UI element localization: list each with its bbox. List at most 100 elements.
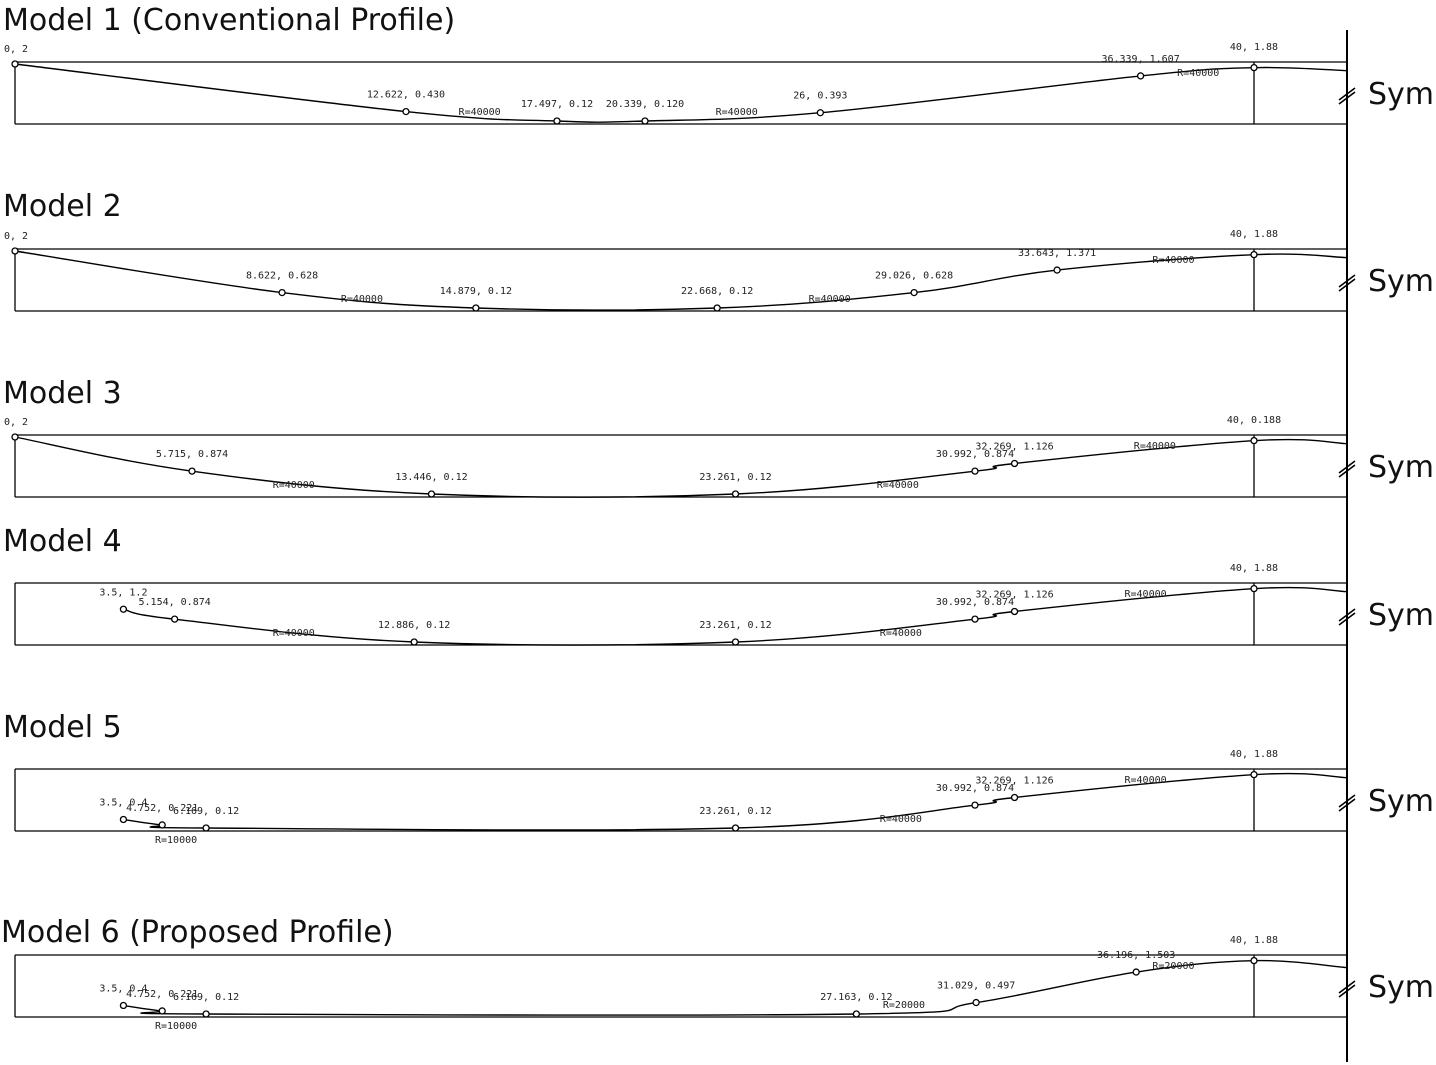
point-label: 6.169, 0.12 [173, 806, 239, 817]
point-label: 17.497, 0.12 [521, 99, 593, 110]
sym-label: Sym [1368, 970, 1434, 1005]
point-label: 3.5, 1.2 [99, 587, 147, 598]
profile-point [158, 1007, 166, 1015]
radius-label: R=20000 [1152, 961, 1194, 972]
point-label: 0, 2 [4, 231, 28, 242]
profile-point [11, 60, 19, 68]
model-title: Model 5 [3, 710, 122, 745]
model-panel-1: Model 1 (Conventional Profile) 0, 2 12.622… [3, 3, 1434, 125]
break-symbol-icon [1338, 980, 1356, 998]
radius-label: R=40000 [880, 628, 922, 639]
profile-point [410, 638, 418, 646]
point-label: 20.339, 0.120 [606, 99, 684, 110]
point-label: 6.169, 0.12 [173, 992, 239, 1003]
break-symbol-icon [1338, 608, 1356, 626]
sym-label: Sym [1368, 264, 1434, 299]
radius-label: R=20000 [883, 1000, 925, 1011]
profile-point [1250, 956, 1258, 965]
profile-point [170, 615, 179, 623]
model-title: Model 1 (Conventional Profile) [3, 3, 455, 38]
radius-label: R=40000 [341, 294, 383, 305]
profile-curve [14, 250, 1348, 311]
profile-curve [123, 586, 1348, 646]
point-label: 12.622, 0.430 [367, 90, 445, 101]
profile-point [1250, 63, 1258, 72]
point-label: 40, 1.88 [1230, 42, 1278, 53]
profile-point [816, 109, 824, 117]
model-panel-6: Model 6 (Proposed Profile)3.5, 0.44.752,… [1, 915, 1434, 1032]
profile-point [1250, 250, 1258, 259]
point-label: 40, 1.88 [1230, 749, 1278, 760]
profile-curve [14, 436, 1348, 498]
break-symbol-icon [1338, 460, 1356, 478]
profile-point [1010, 459, 1019, 468]
point-label: 40, 1.88 [1230, 229, 1278, 240]
radius-label: R=40000 [1125, 775, 1167, 786]
model-title: Model 3 [3, 376, 122, 411]
sym-label: Sym [1368, 77, 1434, 112]
point-label: 0, 2 [4, 44, 28, 55]
point-label: 3.5, 0.4 [99, 798, 147, 809]
break-symbol-icon [1338, 87, 1356, 105]
radius-label: R=40000 [459, 107, 501, 118]
profile-point [188, 467, 196, 475]
profile-point [11, 247, 19, 255]
profile-point [11, 433, 19, 441]
profile-point [158, 821, 166, 829]
point-label: 12.886, 0.12 [378, 620, 450, 631]
profile-point [472, 304, 480, 312]
point-label: 29.026, 0.628 [875, 271, 953, 282]
radius-label: R=40000 [273, 480, 315, 491]
point-label: 5.715, 0.874 [156, 449, 228, 460]
profile-point [402, 107, 410, 116]
radius-label: R=10000 [155, 835, 197, 846]
profile-point [1250, 436, 1258, 445]
point-label: 32.269, 1.126 [975, 775, 1053, 786]
profile-point [1010, 793, 1019, 802]
radius-label: R=40000 [877, 480, 919, 491]
profile-point [713, 304, 721, 312]
sym-label: Sym [1368, 450, 1434, 485]
profile-point [910, 288, 918, 297]
point-label: 31.029, 0.497 [937, 981, 1015, 992]
profile-point [852, 1010, 861, 1018]
radius-label: R=40000 [273, 628, 315, 639]
profile-point [202, 1010, 210, 1018]
point-label: 36.196, 1.503 [1097, 950, 1175, 961]
profile-point [119, 605, 128, 613]
profile-point [1053, 266, 1061, 274]
point-label: 27.163, 0.12 [820, 992, 892, 1003]
radius-label: R=40000 [880, 814, 922, 825]
point-label: 14.879, 0.12 [440, 286, 512, 297]
point-label: 23.261, 0.12 [699, 472, 771, 483]
profile-point [1250, 584, 1258, 593]
point-label: 4.752, 0.221 [126, 989, 198, 1000]
point-label: 40, 1.88 [1230, 563, 1278, 574]
point-label: 30.992, 0.874 [936, 597, 1014, 608]
profile-point [119, 815, 128, 824]
profile-point [427, 490, 436, 498]
profile-point [971, 615, 979, 623]
point-label: 0, 2 [4, 417, 28, 428]
point-label: 8.622, 0.628 [246, 271, 318, 282]
break-symbol-icon [1338, 794, 1356, 812]
profile-point [119, 1001, 128, 1010]
point-label: 40, 1.88 [1230, 935, 1278, 946]
profile-point [731, 824, 740, 832]
radius-label: R=40000 [1152, 255, 1194, 266]
model-title: Model 2 [3, 189, 122, 224]
model-title: Model 6 (Proposed Profile) [1, 915, 394, 950]
point-label: 36.339, 1.607 [1101, 54, 1179, 65]
radius-label: R=40000 [716, 107, 758, 118]
point-label: 32.269, 1.126 [975, 441, 1053, 452]
model-title: Model 4 [3, 524, 122, 559]
sym-label: Sym [1368, 598, 1434, 633]
profile-point [553, 117, 561, 125]
point-label: 32.269, 1.126 [975, 589, 1053, 600]
profile-point [1010, 607, 1019, 616]
profile-curve [14, 63, 1348, 123]
